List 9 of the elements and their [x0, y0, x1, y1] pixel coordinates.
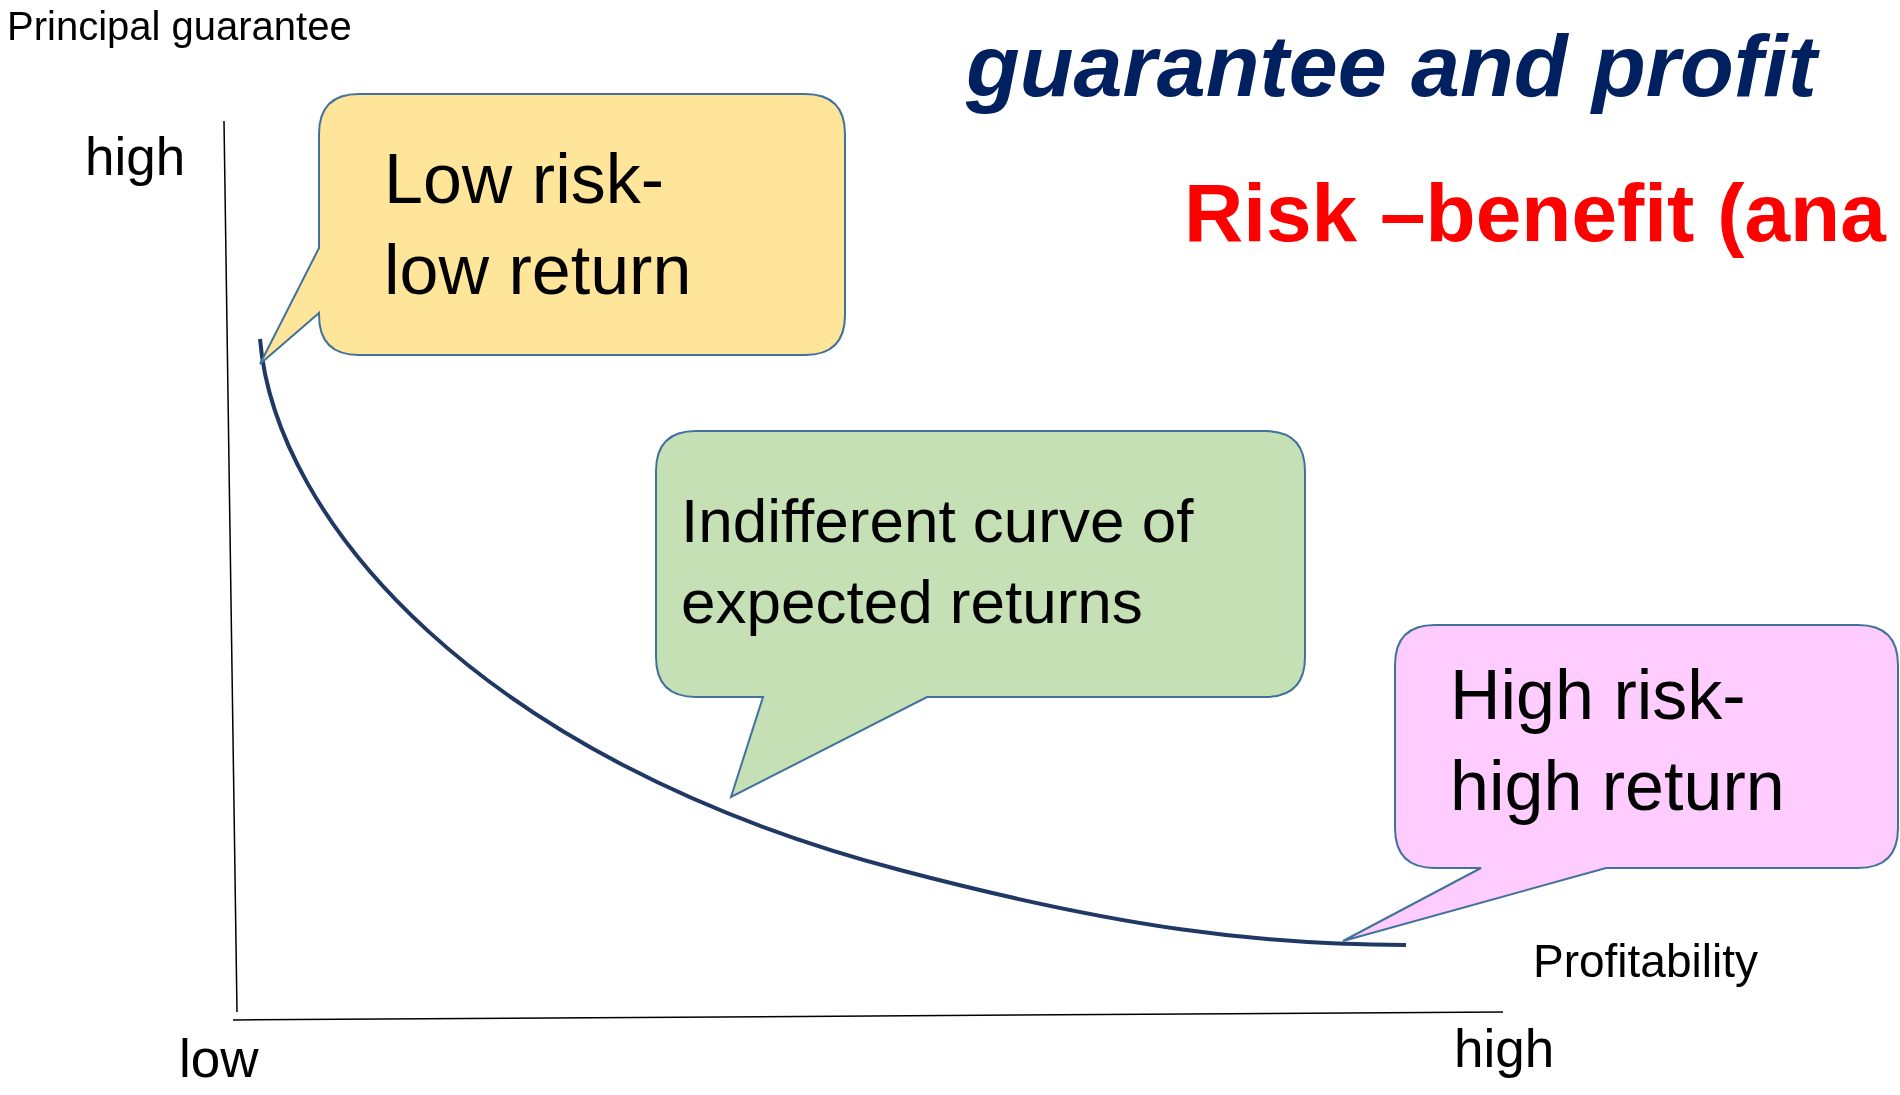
axis-label: Profitability	[1533, 936, 1758, 987]
axis-tick-label: high	[85, 128, 186, 187]
callout-text: High risk- high return	[1450, 655, 1786, 827]
axis-tick-label: low	[179, 1030, 259, 1089]
callout-text: Indifferent curve of expected returns	[681, 485, 1195, 638]
callout-text: Low risk- low return	[384, 139, 693, 311]
subtitle: Risk –benefit (ana	[1184, 168, 1886, 259]
axis-label: Principal guarantee	[7, 4, 352, 48]
axis-tick-label: high	[1454, 1020, 1555, 1079]
